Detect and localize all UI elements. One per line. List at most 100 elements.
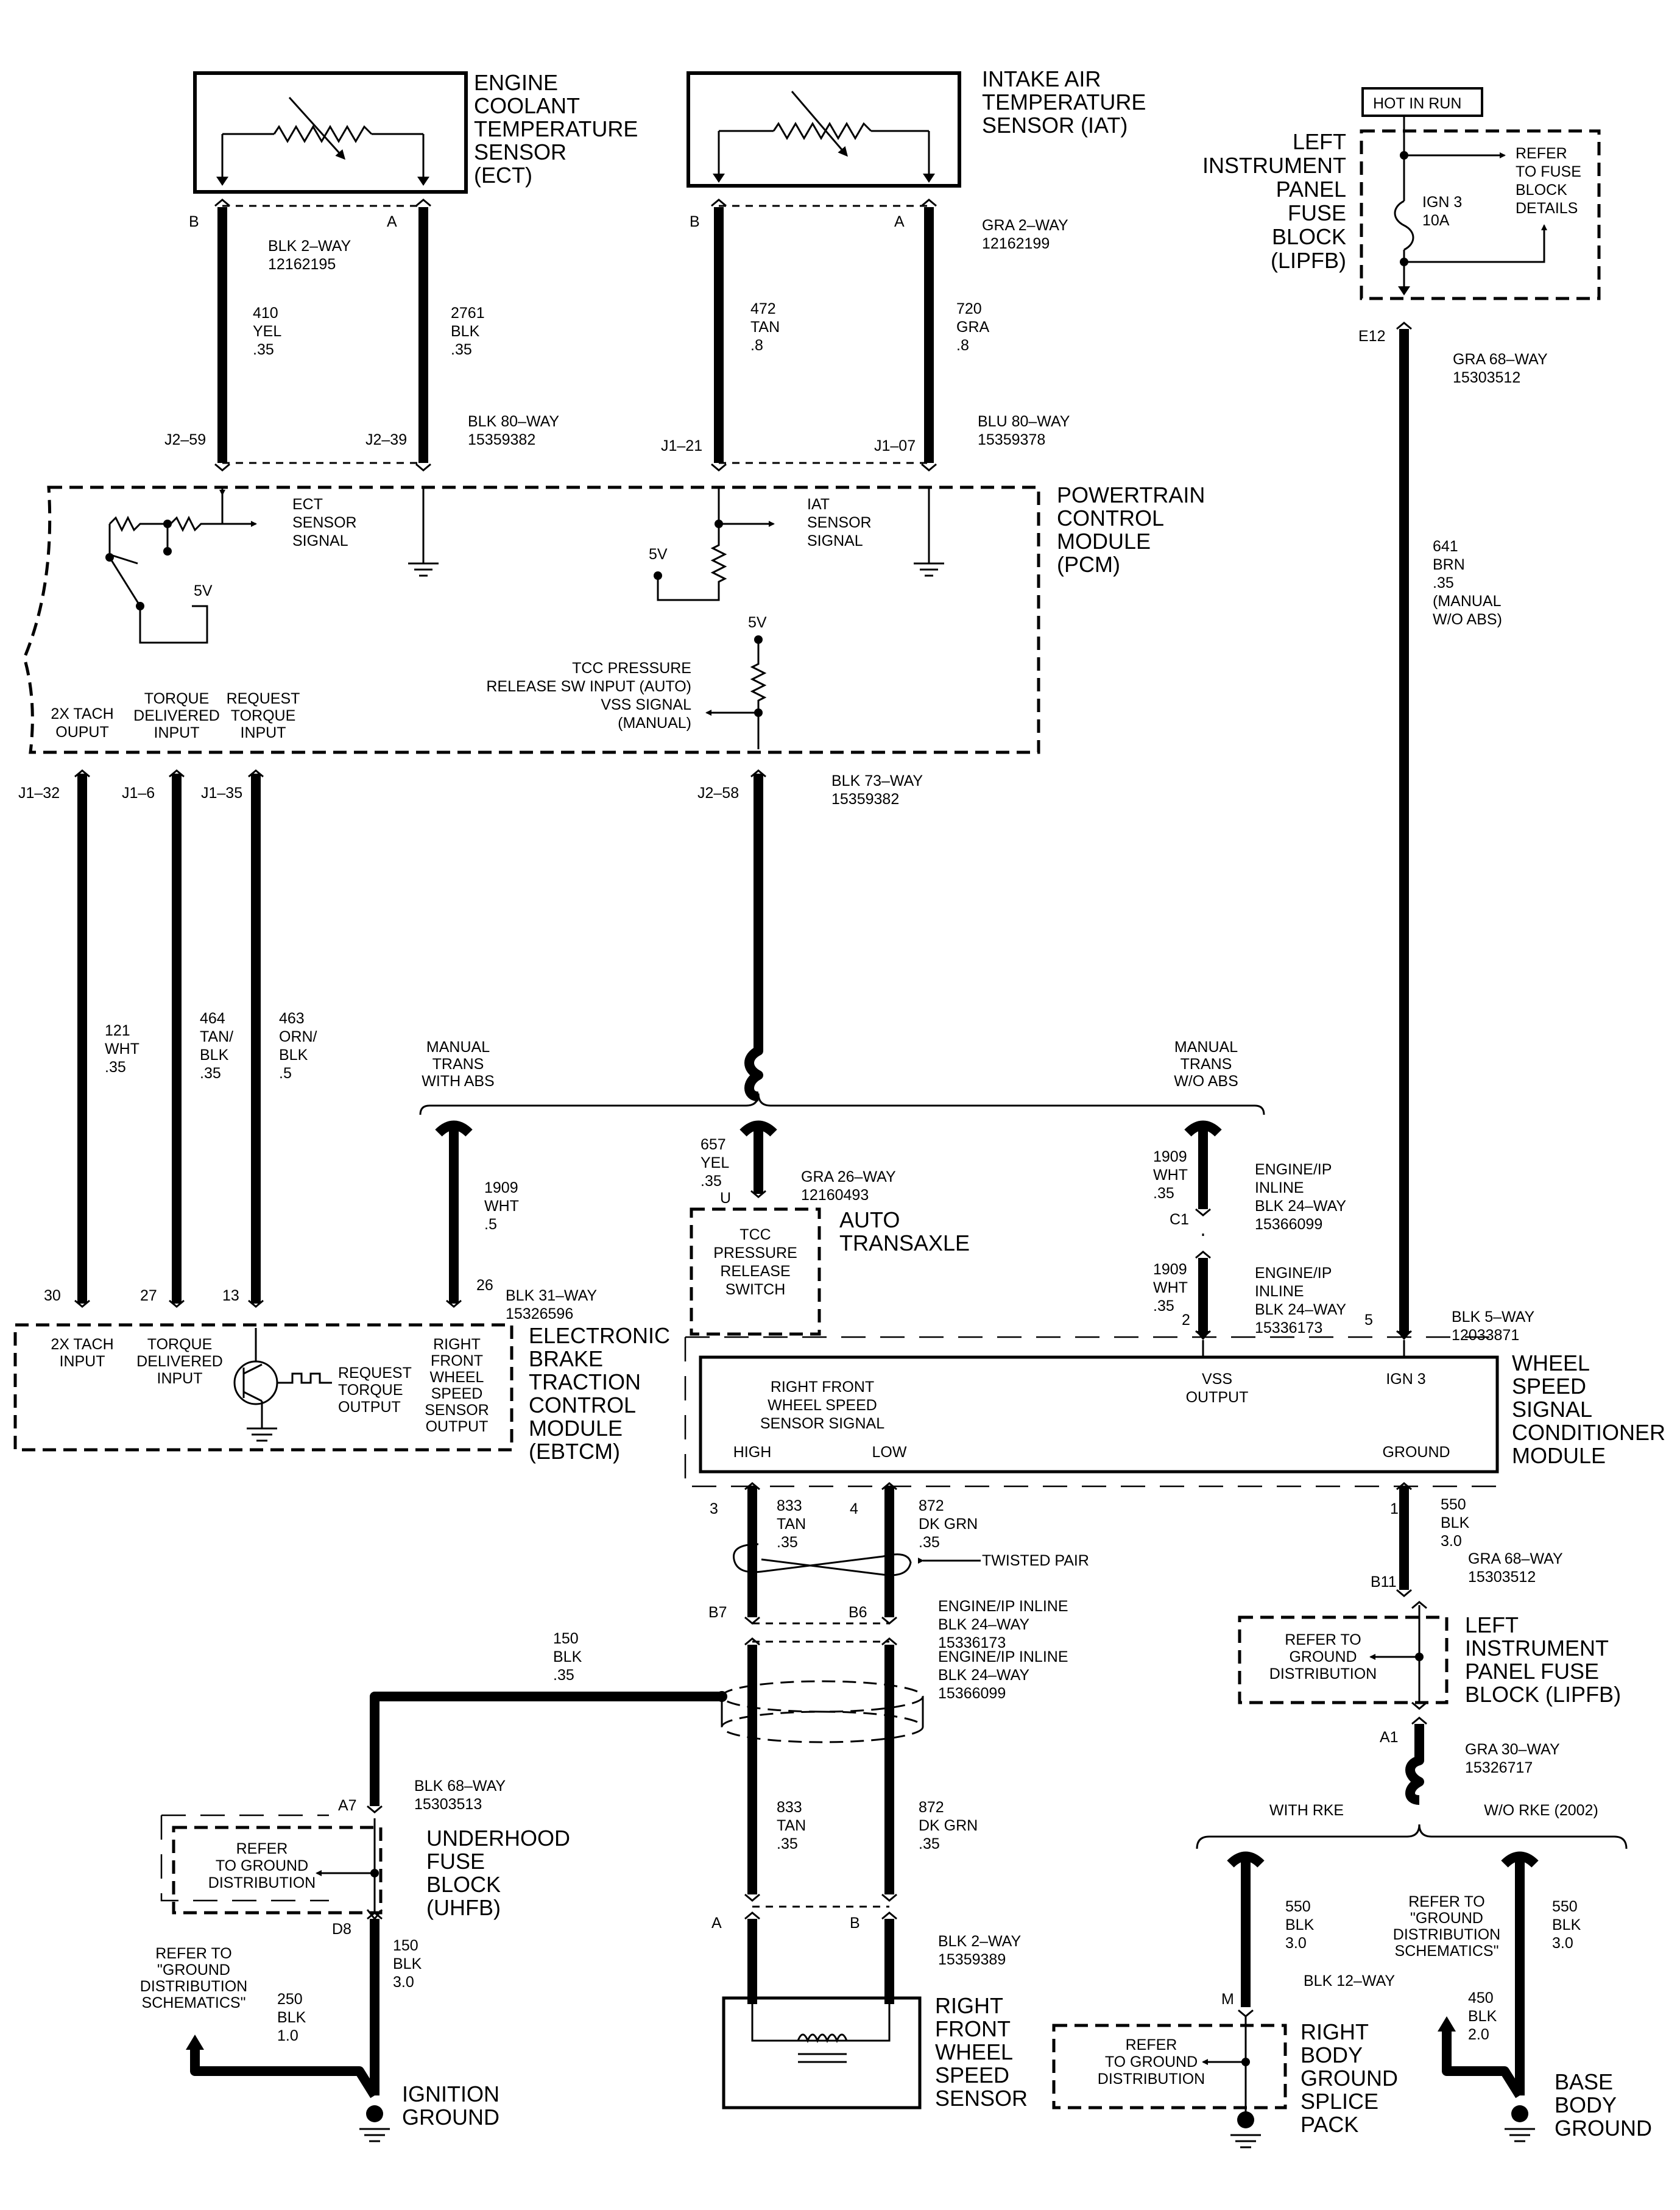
- pcm-torque-label-line: INPUT: [154, 724, 200, 741]
- connector-label-line: GRA 68–WAY: [1453, 351, 1548, 368]
- pin-label: U: [720, 1190, 731, 1207]
- fuse-label-line: 10A: [1422, 212, 1450, 229]
- pin-label-line: 5: [1364, 1312, 1373, 1329]
- connector-label-line: 12162195: [268, 256, 336, 273]
- wire-label-line: WHT: [1153, 1279, 1188, 1296]
- splice-pack-label-line: BODY: [1301, 2042, 1363, 2067]
- ebtcm-rf-label-line: OUTPUT: [426, 1418, 489, 1435]
- pin-label-line: J1–6: [122, 785, 155, 802]
- refer-ground-schematics-label-line: "GROUND: [157, 1961, 230, 1979]
- ect-signal-label-line: SENSOR: [292, 514, 357, 531]
- pin-label-line: A: [387, 213, 397, 230]
- wsscm-ign3-label: IGN 3: [1386, 1371, 1425, 1388]
- connector-label-line: BLK 2–WAY: [938, 1933, 1021, 1950]
- refer-ground-label-line: DISTRIBUTION: [1098, 2071, 1205, 2088]
- wire-label-line: .35: [200, 1065, 221, 1082]
- ect-sensor-label-line: (ECT): [474, 163, 532, 188]
- lipfb-top-box: [1360, 116, 1601, 300]
- wire-label-line: 641: [1433, 538, 1458, 555]
- connector-label-line: BLK 12–WAY: [1304, 1972, 1395, 1989]
- connector-label-line: ENGINE/IP: [1255, 1161, 1332, 1178]
- connector-label-line: GRA 26–WAY: [801, 1168, 896, 1185]
- pcm-tach-label-line: OUPUT: [55, 724, 109, 741]
- pin-label-line: J2–58: [697, 785, 739, 802]
- fuse-refer-label-line: DETAILS: [1516, 200, 1578, 217]
- connector-label-line: 15359389: [938, 1951, 1006, 1968]
- pin-label-line: 27: [140, 1287, 157, 1304]
- ebtcm-label-line: (EBTCM): [529, 1439, 620, 1464]
- lipfb-bottom-box: [1238, 1601, 1449, 1805]
- wire-label-line: BRN: [1433, 556, 1465, 573]
- connector-label-line: 12162199: [982, 235, 1050, 252]
- wsscm-box: [684, 1331, 1499, 1488]
- tcc-switch-box: [690, 1207, 821, 1336]
- wire-label-line: TAN: [777, 1516, 806, 1533]
- pin-label: J1–32: [18, 785, 60, 802]
- wire-label-line: 150: [553, 1630, 579, 1647]
- pin-label: 1: [1390, 1500, 1399, 1517]
- connector-label-line: BLK 24–WAY: [938, 1616, 1029, 1633]
- wire-label-line: .35: [777, 1835, 798, 1852]
- pin-label-line: B7: [708, 1604, 727, 1621]
- base-body-ground-label-line: BODY: [1555, 2092, 1617, 2117]
- wire-label-line: BLK: [200, 1047, 229, 1064]
- connector-label-line: GRA 2–WAY: [982, 217, 1068, 234]
- wsscm-rf-label-line: WHEEL SPEED: [768, 1397, 877, 1414]
- connector-label-line: INLINE: [1255, 1179, 1304, 1196]
- wsscm-vss-label-line: VSS: [1202, 1371, 1232, 1388]
- ebtcm-tach-label-line: INPUT: [60, 1353, 105, 1370]
- tcc-signal-label-line: (MANUAL): [618, 715, 691, 732]
- pin-label-line: A1: [1380, 1729, 1399, 1746]
- wire-label-line: 2.0: [1468, 2026, 1489, 2043]
- connector-label-line: 15303512: [1468, 1569, 1536, 1586]
- connector-label-line: 15326717: [1465, 1759, 1533, 1776]
- wsscm-rf-label-line: SENSOR SIGNAL: [760, 1415, 884, 1432]
- wire-label-line: BLK: [1468, 2008, 1497, 2025]
- option-bracket: [419, 1093, 1265, 1115]
- wire-label-line: 833: [777, 1497, 802, 1514]
- ebtcm-torque-label-line: DELIVERED: [136, 1353, 223, 1370]
- pin-label-line: M: [1221, 1991, 1234, 2008]
- refer-ground-label-line: REFER: [236, 1840, 288, 1857]
- connector-label-line: ENGINE/IP INLINE: [938, 1648, 1068, 1665]
- pin-label-line: J1–32: [18, 785, 60, 802]
- wire-label-line: 1909: [1153, 1148, 1187, 1165]
- wsscm-rf-label-line: RIGHT FRONT: [771, 1379, 874, 1396]
- connector-label-line: 15336173: [938, 1634, 1006, 1651]
- lipfb-top-label-line: BLOCK: [1272, 224, 1346, 249]
- refer-ground-label-line: TO GROUND: [1105, 2053, 1198, 2071]
- pin-label: M: [1221, 1991, 1234, 2008]
- pcm-5v-label: 5V: [748, 614, 767, 631]
- hot-in-run-label: HOT IN RUN: [1373, 95, 1461, 112]
- auto-transaxle-label-line: AUTO: [839, 1207, 900, 1232]
- pin-label: 2: [1182, 1312, 1190, 1329]
- lipfb-top-label-line: INSTRUMENT: [1202, 153, 1346, 178]
- ebtcm-label-line: MODULE: [529, 1416, 623, 1441]
- ect-sensor-label-line: TEMPERATURE: [474, 116, 638, 141]
- splice-pack-label-line: GROUND: [1301, 2066, 1398, 2091]
- tcc-signal-label-line: VSS SIGNAL: [601, 696, 691, 713]
- pcm-request-label-line: TORQUE: [231, 707, 296, 724]
- pcm-5v-label-line: 5V: [194, 582, 213, 599]
- pcm-box: [23, 485, 1040, 754]
- ebtcm-request-label-line: OUTPUT: [338, 1399, 401, 1416]
- pcm-label-line: POWERTRAIN: [1057, 482, 1205, 507]
- lipfb-bottom-label-line: BLOCK (LIPFB): [1465, 1682, 1621, 1707]
- splice-pack-label-line: PACK: [1301, 2112, 1358, 2137]
- wire-label-line: 464: [200, 1010, 225, 1027]
- wsscm-high-label-line: HIGH: [733, 1444, 772, 1461]
- wire-641: [1396, 322, 1412, 1338]
- wire-label-line: 121: [105, 1022, 130, 1039]
- option-with-rke-label: WITH RKE: [1269, 1802, 1344, 1819]
